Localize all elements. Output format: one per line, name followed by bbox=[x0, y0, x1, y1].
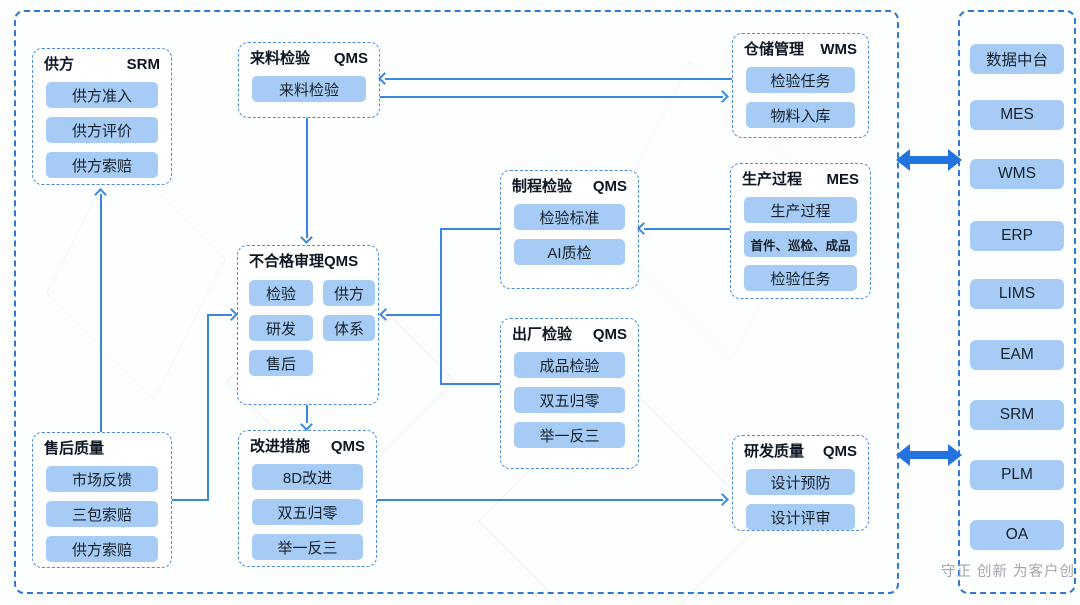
process-inspection-system-tag: QMS bbox=[592, 178, 627, 195]
connector-warehouse-to-incoming bbox=[385, 78, 732, 80]
warehouse-system-tag: WMS bbox=[820, 41, 857, 58]
nonconforming-item-system: 体系 bbox=[323, 315, 375, 341]
watermark-text: 守正 创新 为客户创 bbox=[941, 564, 1076, 580]
supplier-item-evaluation: 供方评价 bbox=[46, 117, 158, 143]
process-inspection-title: 制程检验 bbox=[512, 178, 573, 195]
incoming-inspection-item: 来料检验 bbox=[252, 76, 366, 102]
outgoing-item-final-inspection: 成品检验 bbox=[514, 352, 625, 378]
rd-quality-system-tag: QMS bbox=[822, 443, 857, 460]
system-node-eam: EAM bbox=[970, 340, 1064, 370]
rd-quality-box: 研发质量 QMS 设计预防 设计评审 bbox=[732, 435, 869, 531]
production-box: 生产过程 MES 生产过程 首件、巡检、成品 检验任务 bbox=[730, 163, 871, 299]
outgoing-inspection-system-tag: QMS bbox=[592, 326, 627, 343]
outgoing-inspection-title: 出厂检验 bbox=[512, 326, 573, 343]
nonconforming-item-inspection: 检验 bbox=[249, 280, 313, 306]
production-item-inspection-task: 检验任务 bbox=[744, 265, 857, 291]
production-item-process: 生产过程 bbox=[744, 197, 857, 223]
warehouse-box: 仓储管理 WMS 检验任务 物料入库 bbox=[732, 33, 869, 138]
connector-nonconforming-to-improvement bbox=[306, 405, 308, 423]
connector-process-inspection-to-nonconforming bbox=[440, 228, 500, 230]
connector-production-to-process-inspection bbox=[644, 228, 730, 230]
connector-outgoing-inspection-to-nonconforming bbox=[440, 383, 500, 385]
connector-aftersales-to-nonconforming bbox=[172, 499, 209, 501]
process-inspection-item-ai: AI质检 bbox=[514, 239, 625, 265]
outgoing-inspection-box: 出厂检验 QMS 成品检验 双五归零 举一反三 bbox=[500, 318, 639, 469]
nonconforming-review-title: 不合格审理 bbox=[249, 253, 325, 270]
system-node-erp: ERP bbox=[970, 221, 1064, 251]
aftersales-item-market-feedback: 市场反馈 bbox=[46, 466, 158, 492]
connector-improvement-to-rd-quality bbox=[377, 499, 723, 501]
process-inspection-box: 制程检验 QMS 检验标准 AI质检 bbox=[500, 170, 639, 289]
warehouse-item-material-inbound: 物料入库 bbox=[746, 102, 855, 128]
incoming-inspection-box: 来料检验 QMS 来料检验 bbox=[238, 42, 380, 118]
aftersales-item-warranty-claim: 三包索赔 bbox=[46, 501, 158, 527]
aftersales-quality-title: 售后质量 bbox=[44, 440, 105, 457]
outgoing-item-draw-inference: 举一反三 bbox=[514, 422, 625, 448]
warehouse-title: 仓储管理 bbox=[744, 41, 805, 58]
connector-inspections-to-nonconforming bbox=[386, 314, 442, 316]
supplier-title: 供方 bbox=[44, 56, 75, 73]
connector-incoming-to-nonconforming bbox=[306, 118, 308, 238]
nonconforming-item-rd: 研发 bbox=[249, 315, 313, 341]
improvement-item-double-five: 双五归零 bbox=[252, 499, 363, 525]
rd-item-design-prevention: 设计预防 bbox=[746, 469, 855, 495]
improvement-title: 改进措施 bbox=[250, 438, 311, 455]
improvement-item-draw-inference: 举一反三 bbox=[252, 534, 363, 560]
nonconforming-item-aftersales: 售后 bbox=[249, 350, 313, 376]
supplier-item-claim: 供方索赔 bbox=[46, 152, 158, 178]
main-process-frame bbox=[14, 10, 899, 594]
improvement-item-8d: 8D改进 bbox=[252, 464, 363, 490]
double-arrow-icon bbox=[896, 149, 962, 171]
improvement-box: 改进措施 QMS 8D改进 双五归零 举一反三 bbox=[238, 430, 377, 567]
incoming-inspection-system-tag: QMS bbox=[333, 50, 368, 67]
connector-inspections-to-nonconforming bbox=[440, 228, 442, 385]
supplier-system-tag: SRM bbox=[126, 56, 160, 73]
incoming-inspection-title: 来料检验 bbox=[250, 50, 311, 67]
connector-aftersales-to-supplier bbox=[100, 194, 102, 432]
process-inspection-item-standard: 检验标准 bbox=[514, 204, 625, 230]
system-node-srm: SRM bbox=[970, 400, 1064, 430]
nonconforming-review-system-tag: QMS bbox=[324, 253, 359, 270]
aftersales-item-supplier-claim: 供方索赔 bbox=[46, 536, 158, 562]
aftersales-quality-box: 售后质量 市场反馈 三包索赔 供方索赔 bbox=[32, 432, 172, 568]
system-node-oa: OA bbox=[970, 520, 1064, 550]
production-title: 生产过程 bbox=[742, 171, 803, 188]
system-node-data-platform: 数据中台 bbox=[970, 44, 1064, 74]
supplier-item-access: 供方准入 bbox=[46, 82, 158, 108]
integration-systems-frame: 数据中台 MES WMS ERP LIMS EAM SRM PLM OA bbox=[958, 10, 1076, 594]
rd-quality-title: 研发质量 bbox=[744, 443, 805, 460]
system-node-mes: MES bbox=[970, 100, 1064, 130]
production-system-tag: MES bbox=[826, 171, 859, 188]
double-arrow-icon bbox=[896, 444, 962, 466]
outgoing-item-double-five: 双五归零 bbox=[514, 387, 625, 413]
supplier-box: 供方 SRM 供方准入 供方评价 供方索赔 bbox=[32, 48, 172, 185]
rd-item-design-review: 设计评审 bbox=[746, 504, 855, 530]
improvement-system-tag: QMS bbox=[330, 438, 365, 455]
warehouse-item-inspection-task: 检验任务 bbox=[746, 67, 855, 93]
system-node-wms: WMS bbox=[970, 159, 1064, 189]
production-item-first-patrol-final: 首件、巡检、成品 bbox=[744, 231, 857, 257]
connector-aftersales-to-nonconforming bbox=[207, 314, 209, 501]
system-node-plm: PLM bbox=[970, 460, 1064, 490]
system-node-lims: LIMS bbox=[970, 279, 1064, 309]
connector-incoming-to-warehouse bbox=[380, 96, 723, 98]
connector-aftersales-to-nonconforming bbox=[207, 314, 232, 316]
nonconforming-item-supplier: 供方 bbox=[323, 280, 375, 306]
